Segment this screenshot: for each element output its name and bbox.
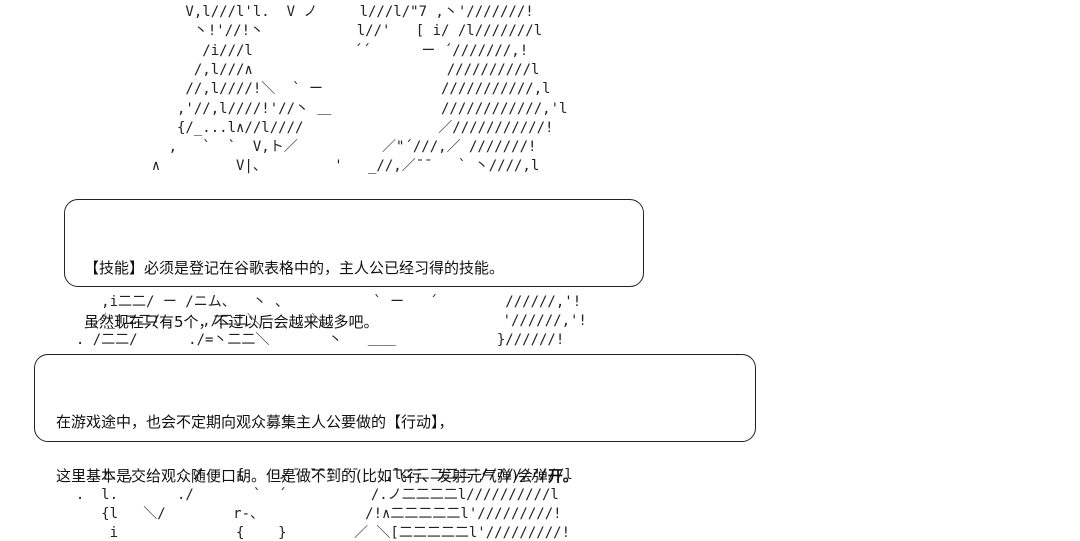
art-line: /i///l ´´ ー ´///////,!: [0, 42, 529, 59]
actions-line-2: 这里基本是交给观众随便口胡。但是做不到的(比如飞行、发射元气弹)会弹开。: [56, 467, 578, 485]
art-line: . l. ./ ` ´ /.ノ二二二二l//////////l: [0, 486, 559, 503]
art-line: ／_|ニ二/ ,/二二＼ ＼ '//////,'!: [0, 312, 587, 329]
art-line: i { } ／ ＼[二二二二二l'/////////!: [0, 525, 571, 541]
speech-bubble-actions: [34, 354, 756, 442]
art-line: /,l///∧ //////////l: [0, 61, 540, 78]
art-line: {l ＼/ r‐、 /!∧二二二二二l'/////////!: [0, 505, 562, 522]
skills-text: 【技能】必须是登记在谷歌表格中的，主人公已经习得的技能。 虽然现在只有5个，不过…: [84, 223, 504, 349]
actions-line-1: 在游戏途中，也会不定期向观众募集主人公要做的【行动】，: [56, 413, 454, 431]
art-line: {/_...l∧//l//// ／///////////!: [0, 119, 554, 136]
actions-text: 在游戏途中，也会不定期向观众募集主人公要做的【行动】， 这里基本是交给观众随便口…: [56, 377, 578, 503]
art-line: //,l////!＼ ` ー ///////////,l: [0, 81, 551, 98]
art-line: ,'//,l////!'//丶 ＿ ////////////,'l: [0, 100, 568, 117]
art-line: ∧ V|、 ' _//,／¯¯ ` 丶////,l: [0, 158, 540, 175]
art-line: , ` ` V,ト／ ／"´///,／ ///////!: [0, 139, 537, 156]
art-line: . /二二/ ./=丶二二＼ 丶 ＿＿ }//////!: [0, 332, 565, 349]
art-line: ,i二二/ ー /ニム、 丶 、 ` ー ´ //////,'!: [0, 293, 582, 310]
art-line: V,l///l'l. V ノ l///l/"7 ,丶'///////!: [0, 4, 534, 20]
actions-line-2-end: 开。: [547, 467, 578, 485]
skills-line-1: 【技能】必须是登记在谷歌表格中的，主人公已经习得的技能。: [84, 259, 505, 277]
art-line: . !. , / { ノ¯¯¯¯¯¯¯¯ ,lニ二二二ニ'//////////l: [0, 467, 573, 484]
actions-line-2-main: 这里基本是交给观众随便口胡。但是做不到的(比如飞行、发射元气弹)会弹: [56, 467, 548, 485]
art-line: 丶!'//!丶 l//' [ i/ /l///////l: [0, 23, 543, 40]
speech-bubble-skills: [64, 199, 644, 287]
skills-line-2: 虽然现在只有5个，不过以后会越来越多吧。: [84, 313, 379, 331]
